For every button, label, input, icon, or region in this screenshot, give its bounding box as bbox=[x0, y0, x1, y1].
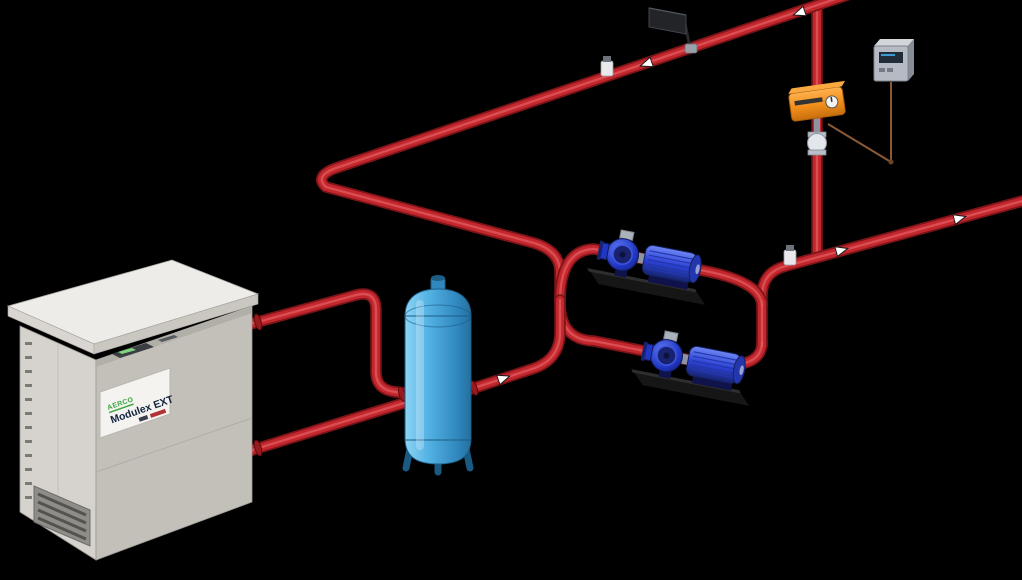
boiler-return-pipe bbox=[246, 403, 404, 452]
pipe-flanges bbox=[253, 313, 479, 457]
controller-front bbox=[873, 45, 909, 82]
boiler: AERCO Modulex EXT bbox=[6, 259, 260, 561]
boiler-top-panel-display bbox=[118, 348, 136, 354]
boiler-lid-edge-right bbox=[93, 293, 259, 355]
boiler-louvers bbox=[25, 342, 32, 499]
actuator-dial bbox=[825, 95, 839, 109]
tank-bottom bbox=[404, 437, 472, 465]
actuator-label-bar bbox=[794, 97, 823, 106]
valve-flange-bottom bbox=[807, 149, 827, 156]
system-supply-pipe bbox=[762, 200, 1022, 306]
controller-screen-glow bbox=[881, 54, 895, 56]
tank-dome bbox=[404, 288, 472, 317]
label-sub-mark-dark bbox=[138, 415, 149, 422]
valve-actuator bbox=[788, 80, 846, 122]
pipe-sensor-1 bbox=[600, 56, 614, 77]
controller-top bbox=[874, 39, 914, 46]
wall-controller bbox=[827, 39, 914, 165]
controller-screen bbox=[879, 52, 903, 63]
flag-base-collar bbox=[684, 43, 698, 54]
tank-top-cap bbox=[431, 275, 445, 281]
boiler-top-vent-slot bbox=[158, 335, 178, 342]
flag-top-highlight bbox=[648, 7, 687, 16]
boiler-supply-pipe bbox=[243, 294, 412, 394]
controller-button-1 bbox=[879, 68, 885, 72]
tank-rim bbox=[404, 304, 472, 328]
wire-connector bbox=[888, 159, 894, 165]
controller-side bbox=[908, 39, 914, 81]
circulator-pump-1 bbox=[583, 224, 719, 307]
tank-highlight bbox=[416, 300, 424, 450]
circulator-pump-2 bbox=[627, 325, 763, 408]
control-valve-assembly bbox=[788, 80, 846, 156]
pipe-sensor-2 bbox=[783, 245, 797, 266]
boiler-right-seam bbox=[95, 417, 253, 473]
label-sub-mark-red bbox=[149, 408, 167, 418]
brand-underline bbox=[108, 403, 134, 414]
valve-stem bbox=[814, 116, 820, 134]
tank-body bbox=[404, 313, 472, 441]
tank-outlet-pipe bbox=[468, 300, 560, 390]
boiler-bottom-grille bbox=[33, 485, 91, 547]
controller-button-2 bbox=[887, 68, 893, 72]
air-vent-flag bbox=[648, 7, 698, 54]
air-separator-tank bbox=[402, 275, 474, 476]
